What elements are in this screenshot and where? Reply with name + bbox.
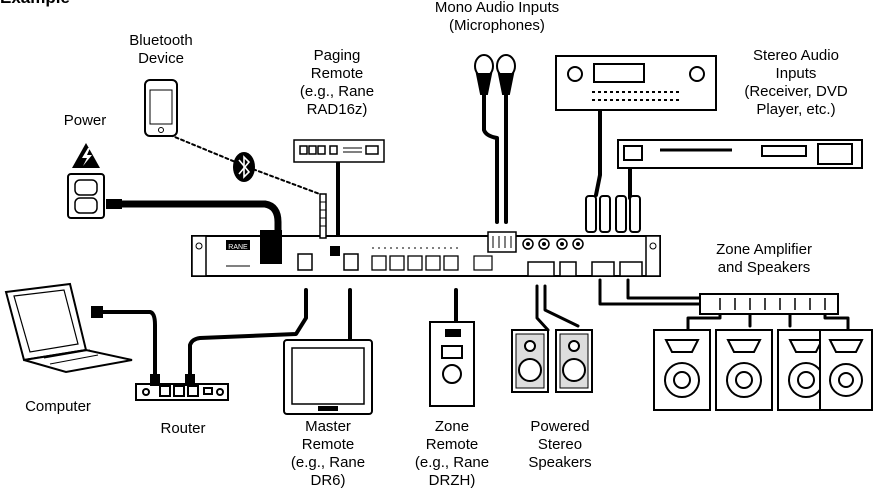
dvd-player-device xyxy=(617,139,863,169)
bluetooth-icon xyxy=(233,152,255,182)
zone-amplifier-device xyxy=(699,293,839,315)
power-cable xyxy=(116,200,282,240)
passive-speaker xyxy=(715,329,773,411)
power-plug xyxy=(106,199,122,209)
router-device xyxy=(135,383,229,401)
rca-plugs xyxy=(585,195,641,233)
diagram-heading: Example xyxy=(0,0,70,8)
amp-cable-2 xyxy=(626,278,708,300)
receiver-cable xyxy=(594,108,602,197)
mic-cable-1 xyxy=(482,90,499,224)
label-mono-audio-inputs: Mono Audio Inputs(Microphones) xyxy=(434,0,560,34)
bluetooth-phone-icon xyxy=(144,79,178,137)
amp-cable-1 xyxy=(598,278,708,306)
speaker-cable-l xyxy=(535,284,550,332)
microphone-icon xyxy=(474,54,516,95)
dcm-rack-unit: RANE xyxy=(191,193,661,277)
paging-remote-device xyxy=(293,139,385,163)
zone-remote-device xyxy=(429,321,475,407)
speaker-cable-r xyxy=(543,284,580,328)
svg-text:RANE: RANE xyxy=(228,244,248,251)
laptop-computer xyxy=(4,282,133,374)
power-outlet xyxy=(67,173,105,219)
label-computer: Computer xyxy=(25,398,91,415)
receiver-device xyxy=(555,55,717,111)
passive-speaker xyxy=(819,329,873,411)
label-power: Power xyxy=(63,112,107,129)
label-router: Router xyxy=(160,420,206,437)
router-plugs xyxy=(150,374,195,386)
passive-speaker xyxy=(653,329,711,411)
powered-speaker-right xyxy=(555,329,593,393)
computer-cable xyxy=(98,310,157,380)
router-cable xyxy=(188,288,308,380)
high-voltage-warning-icon xyxy=(72,143,100,168)
master-remote-device xyxy=(283,339,373,415)
powered-speaker-left xyxy=(511,329,549,393)
